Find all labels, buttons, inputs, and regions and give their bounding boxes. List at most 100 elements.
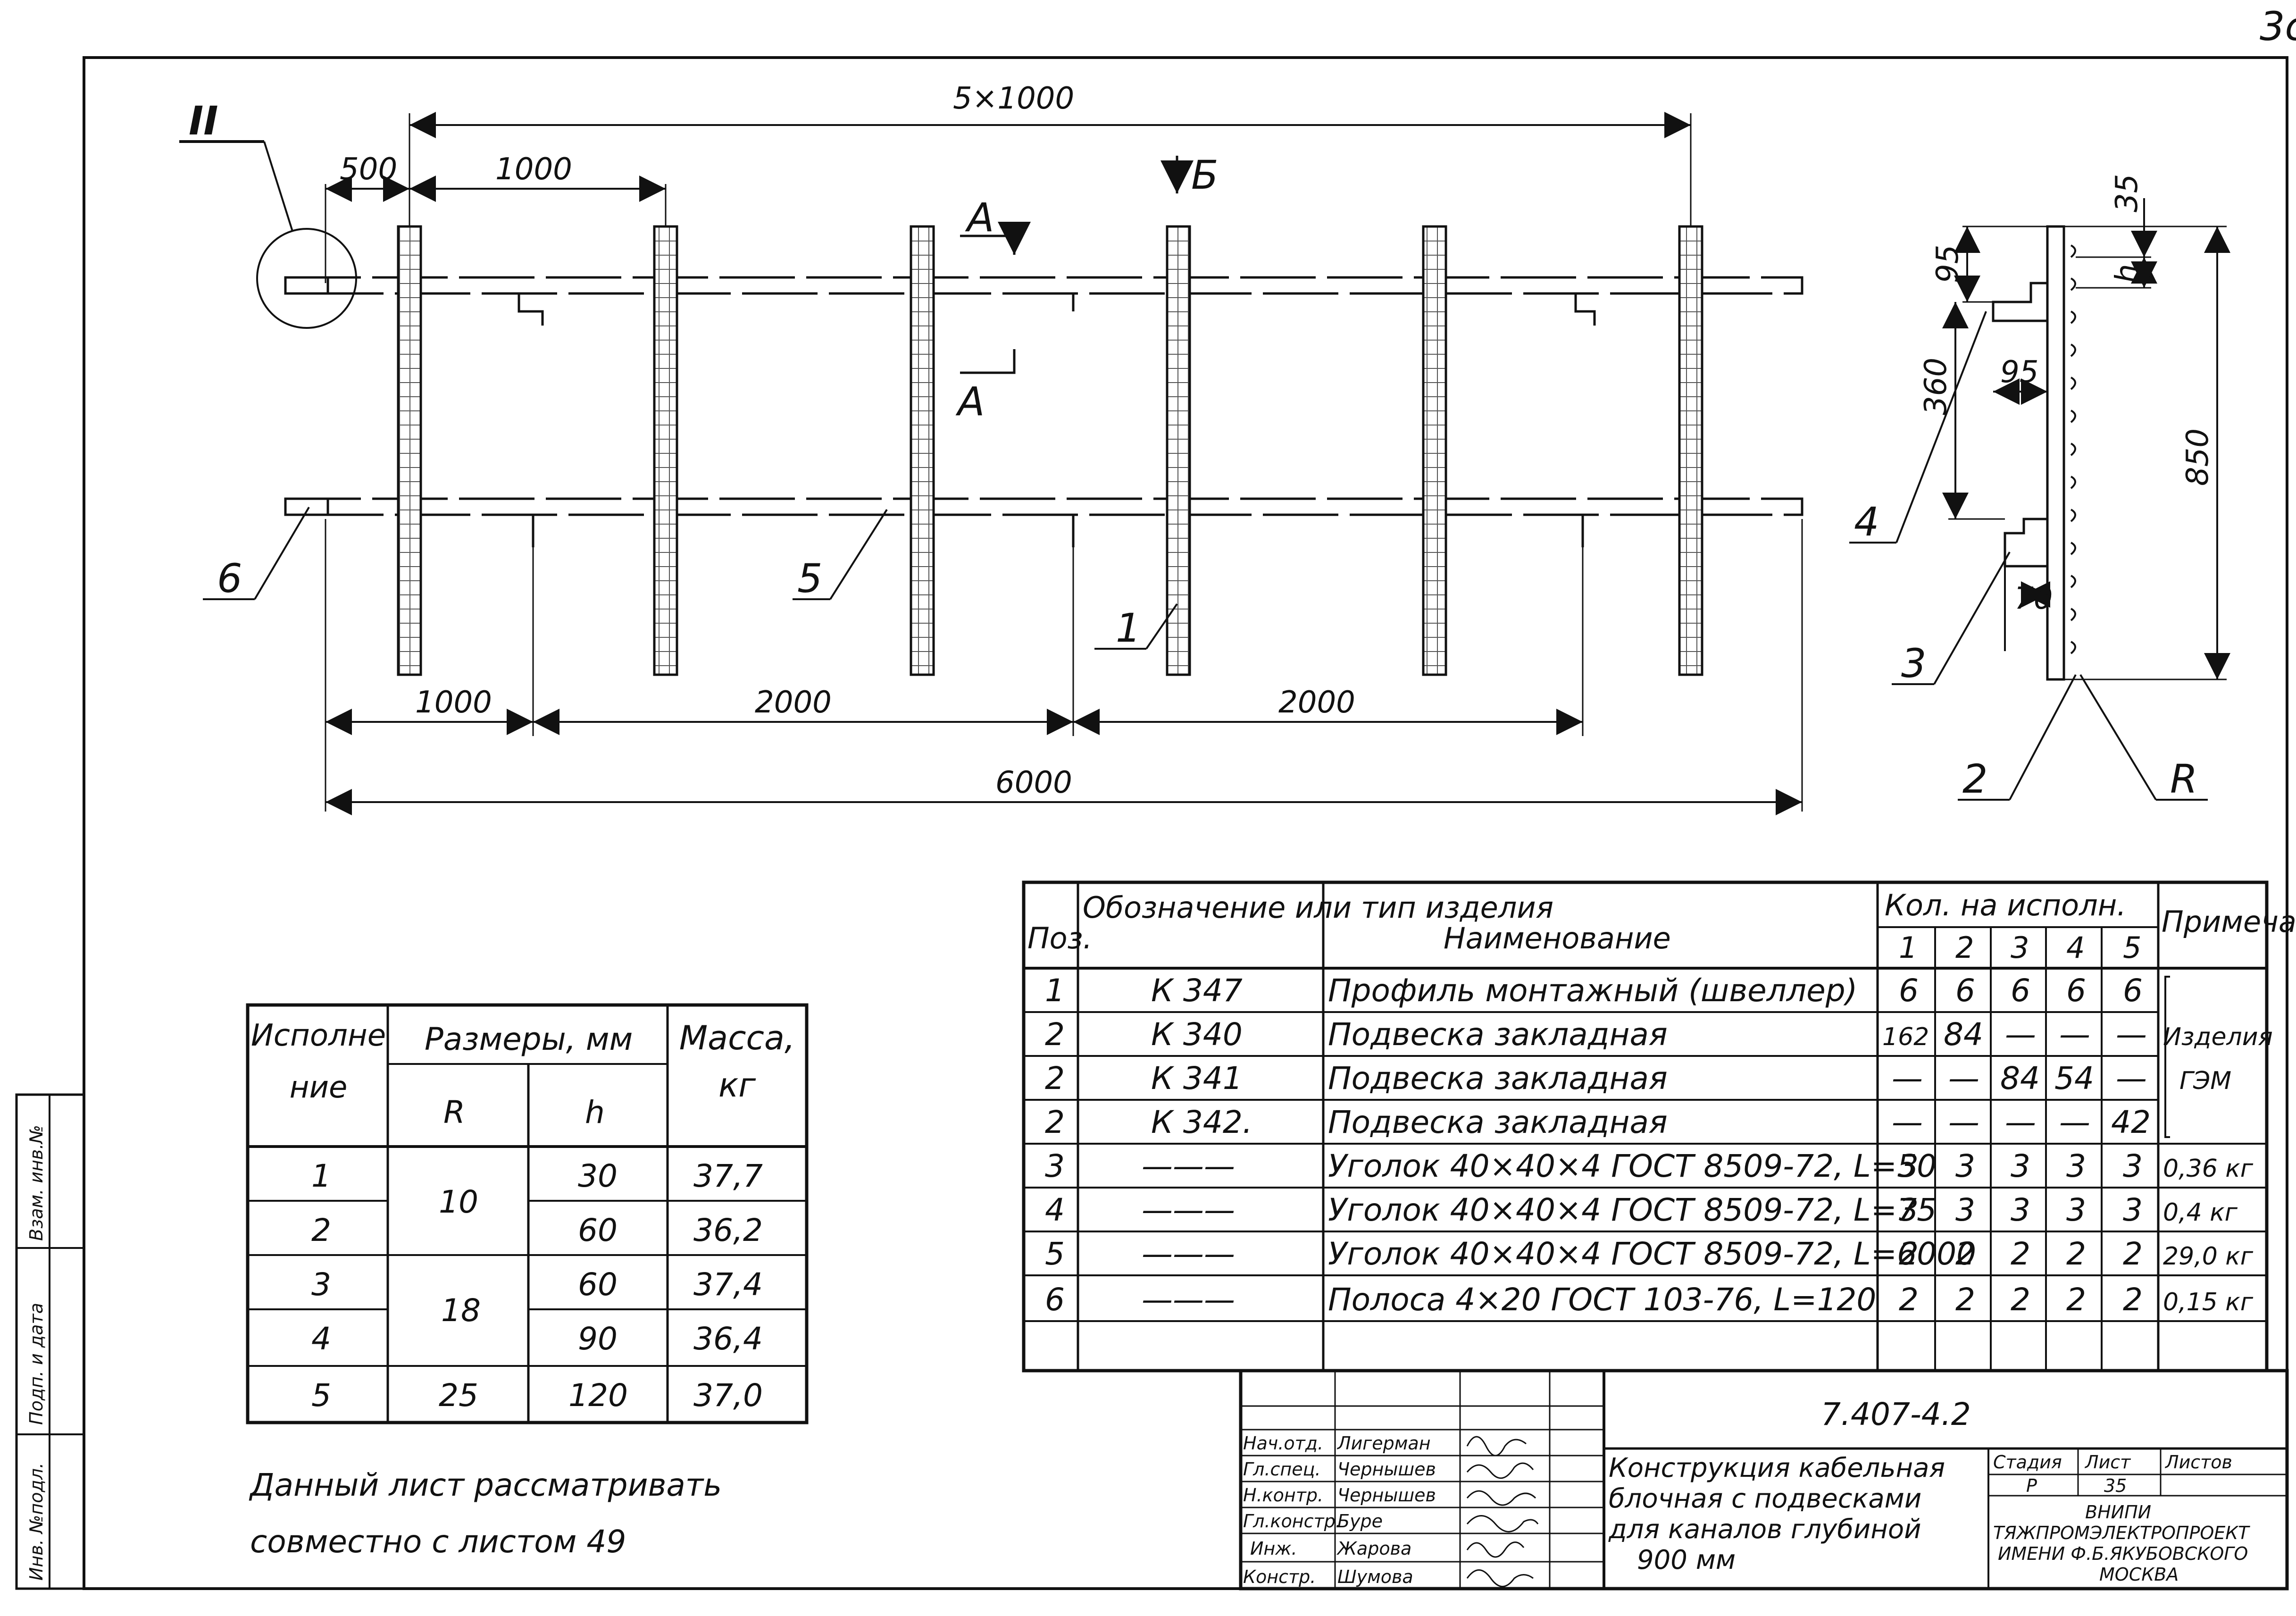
channel-profile-1 [397, 225, 422, 676]
spec-row: 3 ——— Уголок 40×40×4 ГОСТ 8509-72, L=50 … [1045, 1148, 2254, 1184]
svg-text:6: 6 [2011, 972, 2030, 1009]
svg-text:Лигерман: Лигерман [1336, 1433, 1431, 1454]
svg-text:3: 3 [1899, 1192, 1919, 1228]
channel-profile-3 [910, 225, 935, 676]
svg-text:36,2: 36,2 [693, 1212, 763, 1248]
svg-text:2: 2 [2066, 1281, 2086, 1318]
title-line-3: для каналов глубиной [1608, 1514, 1921, 1545]
signatory-row: Нач.отд. Лигерман [1243, 1433, 1431, 1454]
angle-top [284, 276, 1803, 295]
sheet-value: 35 [2104, 1475, 2127, 1496]
channel-profile-4 [1166, 225, 1191, 676]
dim-span-top: 1000 [495, 152, 572, 187]
svg-text:2: 2 [2011, 1281, 2030, 1318]
sheet-label: Лист [2084, 1452, 2131, 1473]
spec-header-v5: 5 [2123, 930, 2141, 965]
view-b-mark: Б [1191, 152, 1219, 198]
spec-row: 2 К 341 Подвеска закладная — — 84 54 — Г… [1045, 1060, 2231, 1097]
size-row: 5 25 120 37,0 [311, 1377, 763, 1414]
svg-text:90: 90 [578, 1321, 618, 1357]
spec-header-pos: Поз. [1027, 921, 1092, 955]
svg-text:1: 1 [1045, 972, 1065, 1009]
svg-text:К 341: К 341 [1151, 1060, 1243, 1097]
svg-text:—: — [2005, 1016, 2036, 1053]
dim-span-b2: 2000 [755, 685, 832, 720]
spec-table: Поз. Обозначение или тип изделия Наимено… [1022, 880, 2296, 1373]
size-header-h: h [585, 1094, 605, 1130]
title-line-4: 900 мм [1637, 1545, 1736, 1575]
spec-header-note: Примечание [2162, 904, 2296, 939]
spec-row: 5 ——— Уголок 40×40×4 ГОСТ 8509-72, L=600… [1045, 1236, 2254, 1272]
svg-text:—: — [2005, 1104, 2036, 1140]
svg-text:—: — [1948, 1104, 1979, 1140]
svg-text:Изделия: Изделия [2163, 1023, 2273, 1051]
svg-text:Чернышев: Чернышев [1337, 1459, 1436, 1480]
size-row: 4 90 36,4 [311, 1321, 763, 1357]
svg-text:3: 3 [2011, 1148, 2030, 1184]
svg-text:Чернышев: Чернышев [1337, 1485, 1436, 1506]
svg-text:Жарова: Жарова [1336, 1538, 1411, 1559]
dim-overall-bottom: 6000 [995, 765, 1072, 800]
svg-text:—: — [1948, 1060, 1979, 1097]
svg-text:120: 120 [568, 1377, 628, 1414]
signatory-row: Констр. Шумова [1243, 1566, 1413, 1587]
side-pos-2: 2 [1962, 756, 1987, 802]
side-pos-4: 4 [1854, 499, 1879, 545]
svg-text:3: 3 [311, 1266, 331, 1303]
svg-text:3: 3 [2123, 1192, 2143, 1228]
svg-text:Полоса 4×20 ГОСТ 103-76, L=120: Полоса 4×20 ГОСТ 103-76, L=120 [1328, 1281, 1876, 1318]
svg-text:2: 2 [2123, 1236, 2143, 1272]
sheets-label: Листов [2164, 1452, 2232, 1473]
svg-text:Уголок 40×40×4 ГОСТ 8509-72, L: Уголок 40×40×4 ГОСТ 8509-72, L=75 [1328, 1192, 1937, 1228]
side-dim-95a: 95 [1930, 245, 1965, 283]
svg-text:—: — [1892, 1060, 1923, 1097]
pos-label-5: 5 [797, 555, 822, 602]
svg-text:84: 84 [1944, 1016, 1983, 1053]
signatory-row: Н.контр. Чернышев [1243, 1485, 1436, 1506]
svg-text:—: — [2059, 1104, 2090, 1140]
title-line-1: Конструкция кабельная [1609, 1453, 1945, 1483]
svg-text:0,15 кг: 0,15 кг [2163, 1288, 2254, 1316]
svg-text:Констр.: Констр. [1243, 1566, 1316, 1587]
svg-text:10: 10 [439, 1184, 478, 1220]
side-dim-35: 35 [2110, 174, 2145, 212]
svg-text:4: 4 [1045, 1192, 1065, 1228]
svg-text:Подвеска закладная: Подвеска закладная [1328, 1016, 1668, 1053]
channel-profile-2 [653, 225, 678, 676]
plan-view: II A A Б 5×1000 500 1000 1000 2000 2000 [179, 81, 1803, 815]
svg-text:60: 60 [578, 1266, 618, 1303]
angle-bottom [284, 497, 1803, 516]
spec-header-designation: Обозначение или тип изделия [1083, 890, 1553, 925]
svg-text:2: 2 [2066, 1236, 2086, 1272]
signatory-row: Гл.констр. Буре [1243, 1511, 1383, 1532]
svg-text:3: 3 [1045, 1148, 1065, 1184]
svg-text:3: 3 [1955, 1192, 1975, 1228]
svg-text:60: 60 [578, 1212, 618, 1248]
side-view: 95 360 95 70 850 35 h 4 3 2 R [1849, 174, 2230, 802]
title-line-2: блочная с подвесками [1609, 1483, 1921, 1514]
title-code: 7.407-4.2 [1821, 1396, 1971, 1432]
svg-text:1: 1 [311, 1158, 331, 1194]
dim-span-b1: 1000 [415, 685, 492, 720]
spec-row: 2 К 340 Подвеска закладная 162 84 — — — … [1045, 1016, 2273, 1053]
page-number: 3c [2260, 3, 2296, 50]
stage-label: Стадия [1993, 1452, 2062, 1473]
pos-label-6: 6 [217, 555, 242, 602]
svg-text:3: 3 [2066, 1192, 2086, 1228]
spec-header-v4: 4 [2066, 930, 2085, 965]
side-dim-70: 70 [2014, 581, 2053, 616]
spec-header-v3: 3 [2011, 930, 2029, 965]
svg-text:2: 2 [1045, 1016, 1065, 1053]
svg-text:Подвеска закладная: Подвеска закладная [1328, 1060, 1668, 1097]
svg-text:25: 25 [439, 1377, 478, 1414]
side-pos-3: 3 [1901, 640, 1926, 687]
svg-text:———: ——— [1142, 1281, 1235, 1318]
svg-text:2: 2 [1045, 1060, 1065, 1097]
spec-row: 4 ——— Уголок 40×40×4 ГОСТ 8509-72, L=75 … [1045, 1192, 2238, 1228]
org-4: МОСКВА [2099, 1564, 2179, 1585]
detail-mark: II [189, 98, 218, 144]
side-angle-bottom [2004, 518, 2047, 568]
svg-text:Профиль монтажный (швеллер): Профиль монтажный (швеллер) [1328, 972, 1857, 1009]
bracket-top-3 [1574, 293, 1596, 326]
